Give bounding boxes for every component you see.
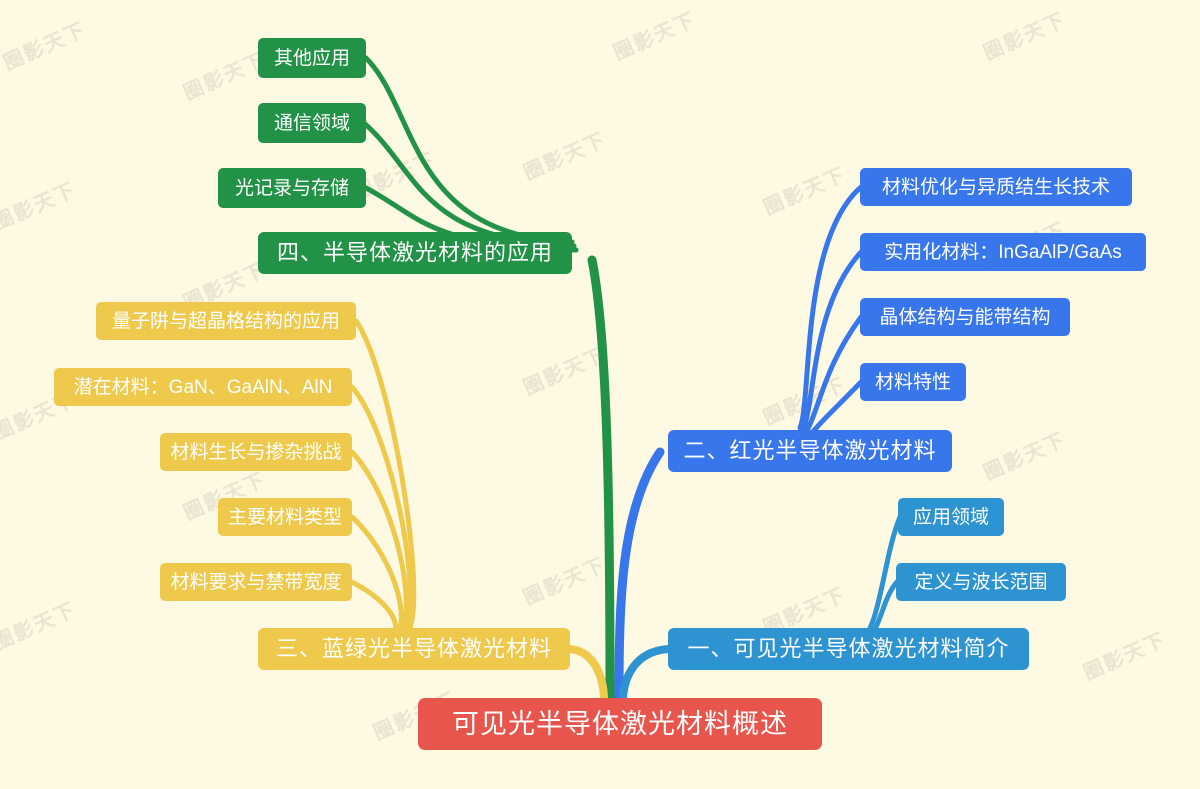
branch-3-child-1[interactable]: 量子阱与超晶格结构的应用	[96, 302, 356, 340]
edge-root-branch1	[619, 645, 672, 704]
branch-3-child-5[interactable]: 材料要求与禁带宽度	[160, 563, 352, 601]
branch-node-3[interactable]: 三、蓝绿光半导体激光材料	[258, 628, 570, 670]
branch-1-child-2-label: 定义与波长范围	[914, 571, 1048, 593]
branch-node-4-label: 四、半导体激光材料的应用	[276, 240, 553, 265]
edge-branch2-child1	[797, 184, 864, 431]
edge-root-branch2	[614, 447, 665, 705]
root-node[interactable]: 可见光半导体激光材料概述	[418, 698, 822, 750]
edge-branch3-child3	[349, 449, 409, 639]
branch-3-child-3[interactable]: 材料生长与掺杂挑战	[160, 433, 352, 471]
branch-2-child-3[interactable]: 晶体结构与能带结构	[860, 298, 1070, 336]
branch-3-child-1-label: 量子阱与超晶格结构的应用	[111, 310, 340, 332]
edge-branch4-child1	[363, 55, 575, 245]
branch-node-2-label: 二、红光半导体激光材料	[683, 438, 937, 463]
edge-branch2-child2	[799, 249, 864, 435]
branch-2-child-1[interactable]: 材料优化与异质结生长技术	[860, 168, 1132, 206]
branch-4-child-3[interactable]: 光记录与存储	[218, 168, 366, 208]
branch-node-1[interactable]: 一、可见光半导体激光材料简介	[668, 628, 1029, 670]
branch-2-child-1-label: 材料优化与异质结生长技术	[881, 176, 1110, 198]
branch-1-child-2[interactable]: 定义与波长范围	[896, 563, 1066, 601]
branch-3-child-2-label: 潜在材料：GaN、GaAlN、AlN	[73, 376, 333, 398]
edge-branch3-child2	[349, 384, 413, 637]
edge-root-branch3	[566, 645, 608, 704]
branch-4-child-1-label: 其他应用	[273, 47, 350, 69]
branch-node-1-label: 一、可见光半导体激光材料简介	[687, 636, 1010, 661]
branch-2-child-4-label: 材料特性	[874, 371, 951, 393]
edge-root-branch4	[587, 255, 615, 705]
branch-2-child-2-label: 实用化材料：InGaAlP/GaAs	[884, 241, 1122, 263]
branch-4-child-2-label: 通信领域	[273, 112, 350, 134]
branch-2-child-3-label: 晶体结构与能带结构	[879, 306, 1051, 328]
branch-4-child-2[interactable]: 通信领域	[258, 103, 366, 143]
branch-3-child-2[interactable]: 潜在材料：GaN、GaAlN、AlN	[54, 368, 352, 406]
edge-branch2-child3	[801, 314, 864, 439]
branch-node-2[interactable]: 二、红光半导体激光材料	[668, 430, 952, 472]
branch-4-child-1[interactable]: 其他应用	[258, 38, 366, 78]
branch-4-child-3-label: 光记录与存储	[234, 177, 349, 199]
branch-node-3-label: 三、蓝绿光半导体激光材料	[275, 636, 552, 661]
branch-3-child-4[interactable]: 主要材料类型	[218, 498, 352, 536]
branch-3-child-5-label: 材料要求与禁带宽度	[170, 571, 342, 593]
branch-1-child-1-label: 应用领域	[912, 506, 989, 528]
edge-branch3-child1	[353, 318, 417, 635]
branch-1-child-1[interactable]: 应用领域	[898, 498, 1004, 536]
branch-3-child-4-label: 主要材料类型	[227, 506, 342, 528]
branch-2-child-4[interactable]: 材料特性	[860, 363, 966, 401]
branch-node-4[interactable]: 四、半导体激光材料的应用	[258, 232, 572, 274]
edge-branch4-child2	[361, 120, 577, 249]
root-node-label: 可见光半导体激光材料概述	[452, 708, 788, 739]
branch-3-child-3-label: 材料生长与掺杂挑战	[170, 441, 342, 463]
branch-2-child-2[interactable]: 实用化材料：InGaAlP/GaAs	[860, 233, 1146, 271]
